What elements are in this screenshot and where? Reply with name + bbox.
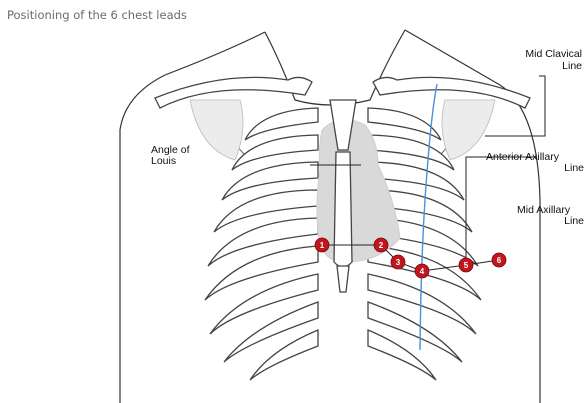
label-angle-of-louis: Angle of Louis — [151, 144, 190, 167]
lead-6-marker: 6 — [492, 253, 506, 267]
label-mid-clavical-line2: Line — [562, 60, 582, 72]
lead-1-number: 1 — [320, 241, 325, 250]
label-angle-of-louis-line2: Louis — [151, 155, 176, 167]
label-mid-clavical-line1: Mid Clavical — [525, 48, 582, 60]
lead-4-marker: 4 — [415, 264, 429, 278]
label-anterior-axillary-line1: Anterior Axillary — [486, 151, 560, 163]
lead-4-number: 4 — [420, 267, 425, 276]
label-anterior-axillary-line: Anterior Axillary Line — [486, 151, 584, 174]
lead-6-number: 6 — [497, 256, 502, 265]
lead-1-marker: 1 — [315, 238, 329, 252]
label-mid-axillary-line2: Line — [564, 215, 584, 227]
lead-3-number: 3 — [396, 258, 401, 267]
label-mid-clavical-line: Mid Clavical Line — [525, 48, 582, 72]
lead-5-number: 5 — [464, 261, 469, 270]
label-mid-axillary-line: Mid Axillary Line — [517, 204, 584, 227]
lead-5-marker: 5 — [459, 258, 473, 272]
lead-2-number: 2 — [379, 241, 384, 250]
label-anterior-axillary-line2: Line — [564, 162, 584, 174]
lead-3-marker: 3 — [391, 255, 405, 269]
label-mid-axillary-line1: Mid Axillary — [517, 204, 571, 216]
lead-2-marker: 2 — [374, 238, 388, 252]
